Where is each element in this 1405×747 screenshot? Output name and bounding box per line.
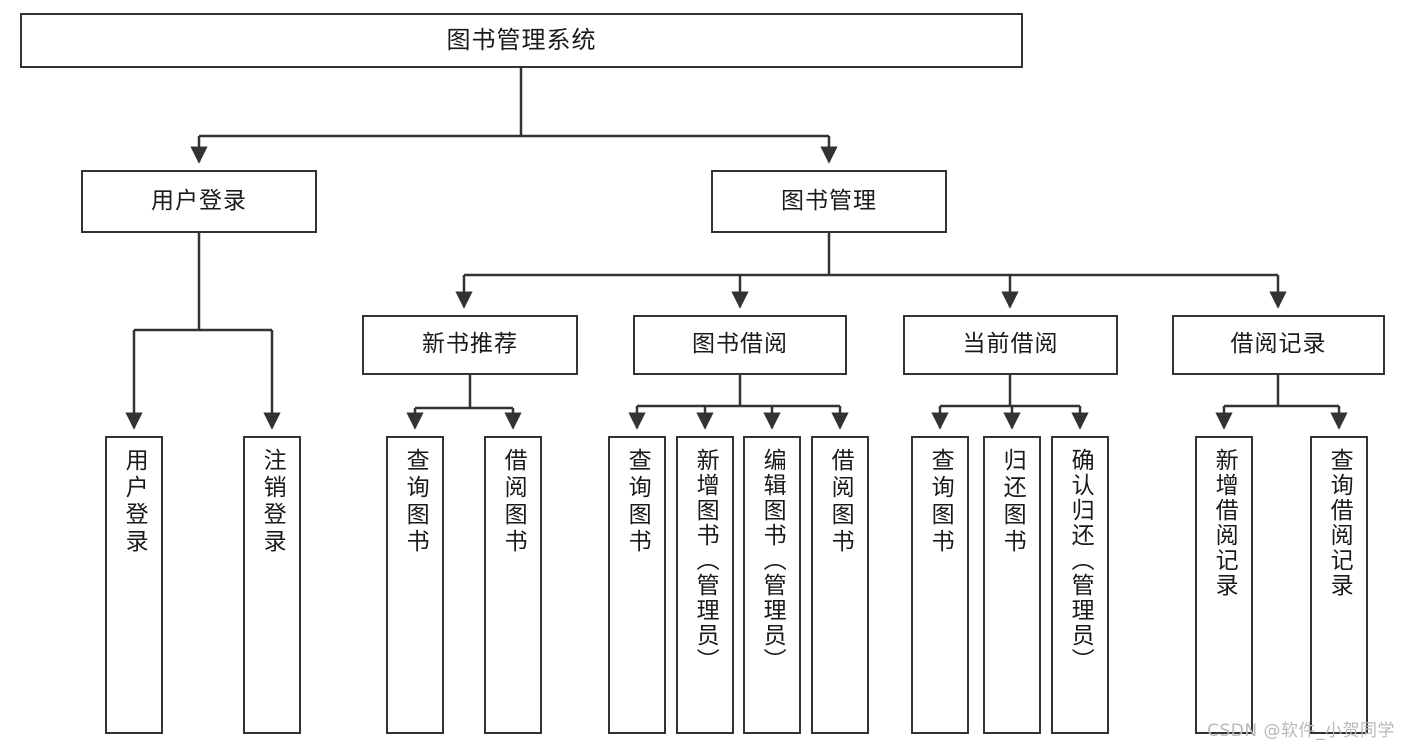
node-label: 当前借阅: [962, 331, 1059, 358]
leaf-user-logout[interactable]: 注销登录: [243, 436, 301, 734]
node-label: 新书推荐: [422, 331, 518, 358]
node-label: 查询图书: [927, 448, 954, 556]
node-label: 图书管理: [781, 187, 877, 214]
leaf-return-book[interactable]: 归还图书: [983, 436, 1041, 734]
node-book-borrow[interactable]: 图书借阅: [633, 315, 847, 375]
node-book-manage[interactable]: 图书管理: [711, 170, 947, 233]
leaf-borrow-book[interactable]: 借阅图书: [811, 436, 869, 734]
node-root[interactable]: 图书管理系统: [20, 13, 1023, 68]
node-borrow-record[interactable]: 借阅记录: [1172, 315, 1385, 375]
node-label: 编辑图书（管理员）: [759, 448, 786, 673]
node-label: 借阅图书: [500, 448, 527, 556]
node-label: 注销登录: [259, 448, 286, 556]
leaf-add-book-admin[interactable]: 新增图书（管理员）: [676, 436, 734, 734]
node-label: 图书借阅: [692, 331, 788, 358]
node-current-borrow[interactable]: 当前借阅: [903, 315, 1118, 375]
node-label: 新增借阅记录: [1211, 448, 1238, 598]
leaf-confirm-return-admin[interactable]: 确认归还（管理员）: [1051, 436, 1109, 734]
node-label: 借阅记录: [1230, 331, 1327, 358]
leaf-query-borrow-record[interactable]: 查询借阅记录: [1310, 436, 1368, 734]
node-label: 用户登录: [121, 448, 148, 556]
leaf-user-login[interactable]: 用户登录: [105, 436, 163, 734]
node-label: 用户登录: [151, 187, 247, 214]
node-label: 查询图书: [624, 448, 651, 556]
leaf-edit-book-admin[interactable]: 编辑图书（管理员）: [743, 436, 801, 734]
node-label: 归还图书: [999, 448, 1026, 556]
node-new-book-rec[interactable]: 新书推荐: [362, 315, 578, 375]
leaf-query-book-current[interactable]: 查询图书: [911, 436, 969, 734]
leaf-add-borrow-record[interactable]: 新增借阅记录: [1195, 436, 1253, 734]
node-label: 确认归还（管理员）: [1067, 448, 1094, 673]
node-label: 查询借阅记录: [1326, 448, 1353, 598]
watermark: CSDN @软件_小贺同学: [1207, 721, 1395, 741]
leaf-query-book-recommend[interactable]: 查询图书: [386, 436, 444, 734]
leaf-query-book-borrow[interactable]: 查询图书: [608, 436, 666, 734]
node-label: 借阅图书: [827, 448, 854, 556]
node-label: 查询图书: [402, 448, 429, 556]
node-user-login[interactable]: 用户登录: [81, 170, 317, 233]
node-label: 新增图书（管理员）: [692, 448, 719, 673]
node-label: 图书管理系统: [446, 26, 597, 55]
leaf-borrow-book-recommend[interactable]: 借阅图书: [484, 436, 542, 734]
